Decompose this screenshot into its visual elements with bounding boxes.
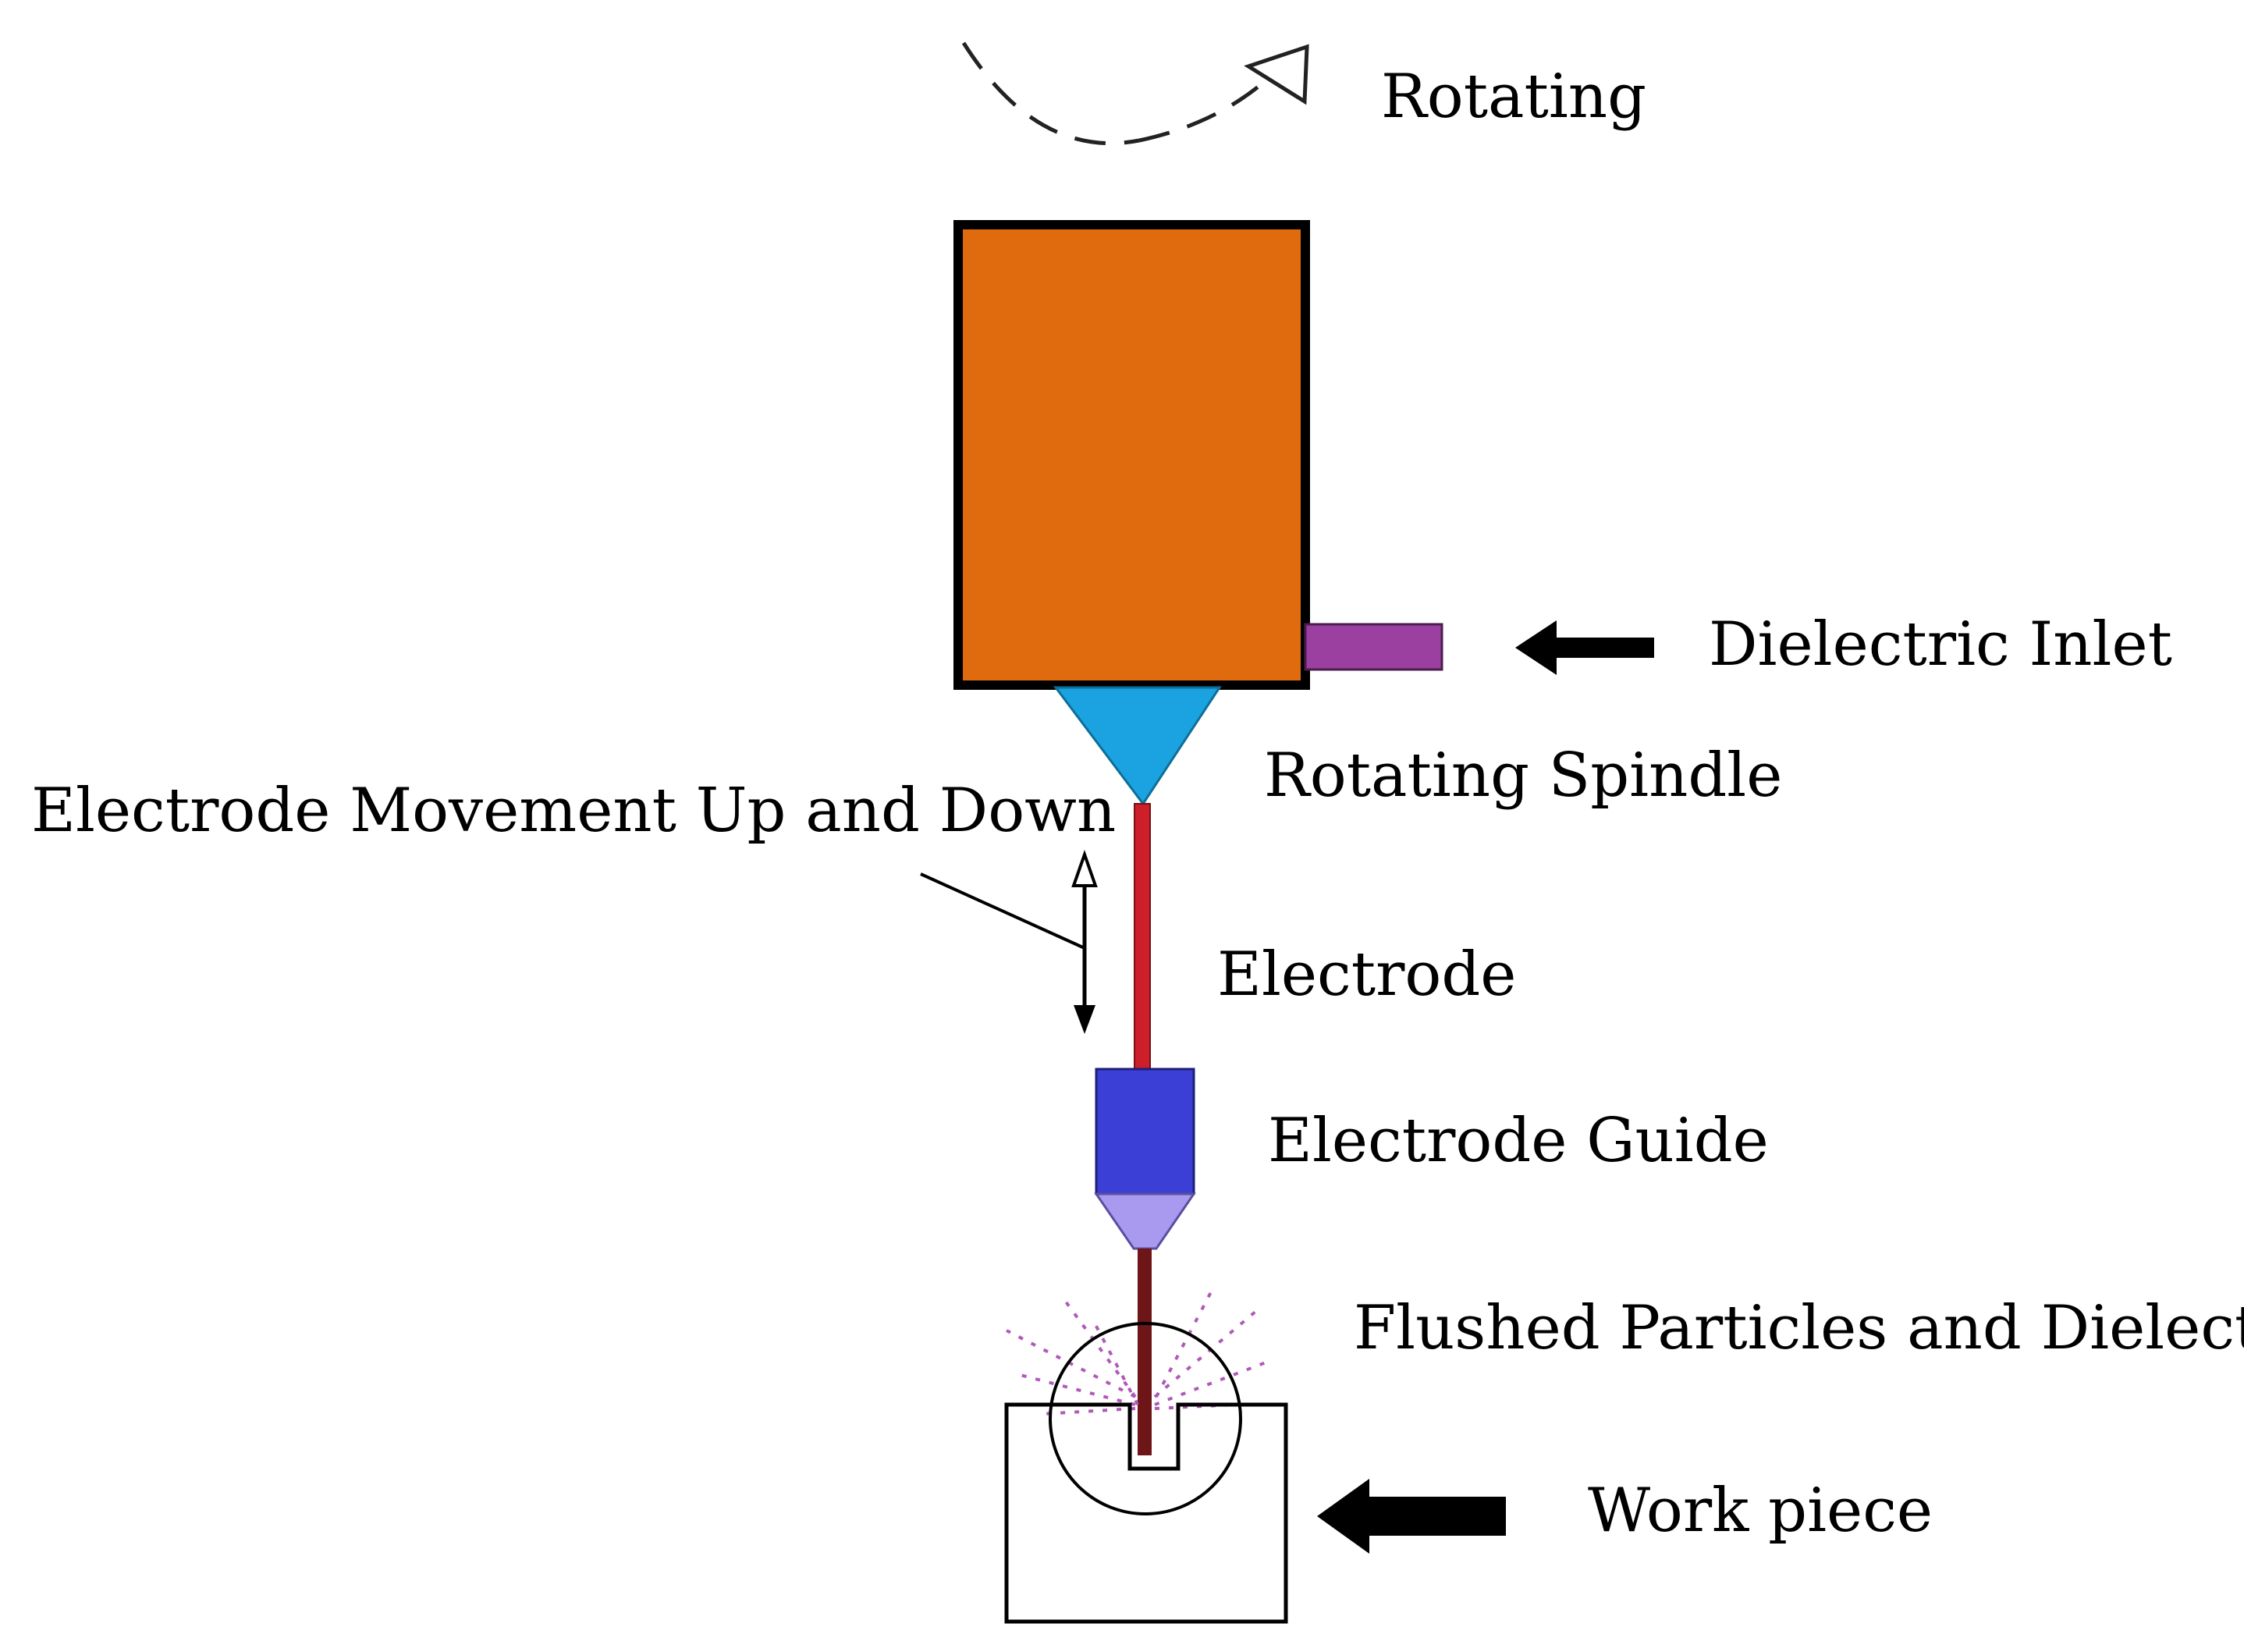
leader-line	[920, 872, 1085, 950]
flushing-zone	[1049, 1322, 1242, 1515]
inlet-arrow-icon	[1515, 620, 1654, 675]
label-flushed-particles: Flushed Particles and Dielectric	[1354, 1293, 2244, 1363]
label-rotating-spindle: Rotating Spindle	[1264, 741, 1782, 811]
electrode-upper	[1134, 803, 1151, 1070]
dielectric-pipe	[1304, 623, 1443, 671]
label-electrode-movement: Electrode Movement Up and Down	[31, 776, 1116, 846]
label-work-piece: Work piece	[1588, 1476, 1933, 1546]
up-down-arrow-icon	[1071, 849, 1098, 1034]
rotation-arrow-icon	[961, 41, 1309, 145]
electrode-guide	[1095, 1068, 1195, 1195]
workpiece-arrow-icon	[1317, 1479, 1506, 1554]
label-rotating: Rotating	[1381, 62, 1646, 132]
label-electrode: Electrode	[1217, 940, 1516, 1010]
spindle-head	[953, 220, 1310, 690]
electrode-lower	[1138, 1249, 1152, 1455]
spindle-cone	[1053, 686, 1222, 806]
label-dielectric-inlet: Dielectric Inlet	[1709, 609, 2172, 680]
work-piece	[1004, 1402, 1288, 1624]
flushed-particles	[1006, 1287, 1269, 1416]
label-electrode-guide: Electrode Guide	[1268, 1106, 1769, 1176]
electrode-guide-tip	[1094, 1192, 1196, 1250]
